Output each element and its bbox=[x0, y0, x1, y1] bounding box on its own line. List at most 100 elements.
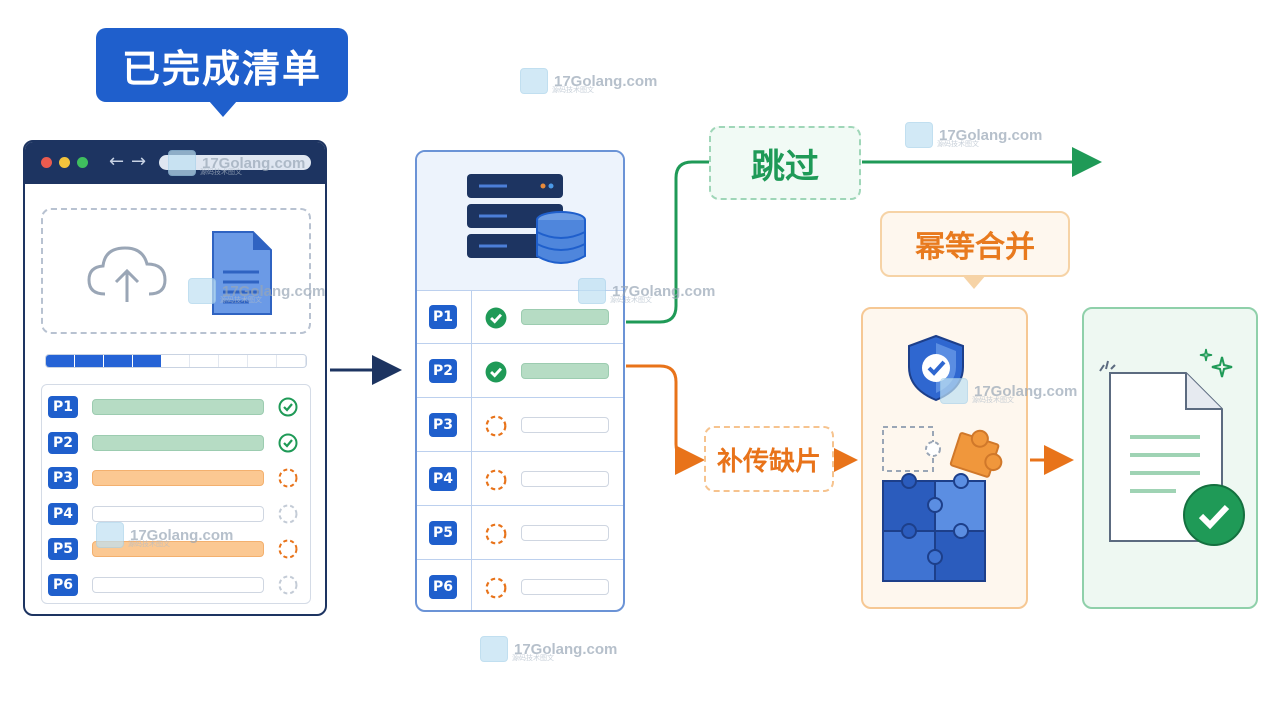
part-id-badge: P3 bbox=[48, 467, 78, 489]
sparkle-icon bbox=[1199, 348, 1233, 378]
check-circle-icon bbox=[485, 361, 507, 383]
server-part-row: P2 bbox=[417, 344, 623, 398]
watermark-logo-icon bbox=[520, 68, 548, 94]
part-progress-bar bbox=[92, 541, 264, 557]
back-arrow-icon: ← bbox=[109, 151, 125, 172]
progress-segment bbox=[46, 355, 75, 367]
watermark-text: 17Golang.com bbox=[130, 526, 234, 544]
pending-circle-icon bbox=[278, 539, 298, 559]
part-progress-bar bbox=[521, 309, 609, 325]
part-id-badge: P4 bbox=[429, 467, 457, 491]
watermark-text: 17Golang.com bbox=[514, 640, 618, 658]
watermark-subtext: 源码技术图文 bbox=[128, 540, 170, 548]
merged-result-panel bbox=[1082, 307, 1258, 609]
close-dot-icon bbox=[41, 157, 52, 168]
watermark-logo-icon bbox=[96, 522, 124, 548]
completed-list-callout: 已完成清单 bbox=[96, 28, 348, 102]
watermark-subtext: 源码技术图文 bbox=[512, 654, 554, 662]
part-progress-bar bbox=[521, 471, 609, 487]
watermark-logo-icon bbox=[905, 122, 933, 148]
missing-circle-icon bbox=[485, 577, 507, 599]
server-part-row: P6 bbox=[417, 560, 623, 610]
check-circle-icon bbox=[485, 307, 507, 329]
missing-circle-icon bbox=[485, 523, 507, 545]
watermark-text: 17Golang.com bbox=[974, 382, 1078, 400]
watermark-logo-icon bbox=[940, 378, 968, 404]
progress-segment bbox=[248, 355, 278, 367]
arrow-skip-path bbox=[626, 160, 709, 324]
part-id-badge: P6 bbox=[48, 573, 78, 596]
missing-circle-icon bbox=[485, 469, 507, 491]
server-header bbox=[417, 152, 623, 291]
watermark-subtext: 源码技术图文 bbox=[220, 296, 262, 304]
server-part-row: P5 bbox=[417, 506, 623, 560]
part-progress-bar bbox=[521, 525, 609, 541]
address-bar bbox=[159, 155, 311, 170]
client-part-row: P4 bbox=[42, 498, 310, 530]
progress-segment bbox=[132, 355, 162, 367]
merge-label-tail bbox=[962, 275, 986, 289]
part-progress-bar bbox=[521, 579, 609, 595]
success-check-icon bbox=[1183, 484, 1245, 546]
watermark-logo-icon bbox=[188, 278, 216, 304]
check-circle-icon bbox=[278, 433, 298, 452]
upload-missing-parts-label: 补传缺片 bbox=[704, 426, 834, 492]
watermark-text: 17Golang.com bbox=[554, 72, 658, 90]
watermark-text: 17Golang.com bbox=[202, 154, 306, 172]
watermark-logo-icon bbox=[480, 636, 508, 662]
skip-label: 跳过 bbox=[709, 126, 861, 200]
part-progress-bar bbox=[92, 576, 264, 593]
part-id-badge: P5 bbox=[429, 521, 457, 545]
watermark-subtext: 源码技术图文 bbox=[972, 396, 1014, 404]
part-id-badge: P1 bbox=[429, 305, 457, 329]
progress-segment bbox=[190, 355, 220, 367]
client-part-row: P1 bbox=[42, 391, 310, 423]
server-part-row: P4 bbox=[417, 452, 623, 506]
upload-progress-bar bbox=[45, 354, 307, 368]
cloud-upload-icon bbox=[87, 246, 167, 302]
watermark-text: 17Golang.com bbox=[939, 126, 1043, 144]
part-progress-bar bbox=[521, 363, 609, 379]
watermark-logo-icon bbox=[578, 278, 606, 304]
puzzle-pieces-icon bbox=[882, 426, 1003, 582]
arrow-fill-path bbox=[626, 364, 705, 475]
part-id-badge: P5 bbox=[48, 538, 78, 560]
part-id-badge: P4 bbox=[48, 502, 78, 525]
part-id-badge: P1 bbox=[48, 396, 78, 418]
part-progress-bar bbox=[92, 505, 264, 522]
idempotent-merge-label: 幂等合并 bbox=[880, 211, 1070, 277]
client-part-row: P6 bbox=[42, 569, 310, 601]
server-database-icon bbox=[467, 174, 586, 264]
merge-panel bbox=[861, 307, 1028, 609]
part-progress-bar bbox=[521, 417, 609, 433]
progress-segment bbox=[103, 355, 133, 367]
part-id-badge: P3 bbox=[429, 413, 457, 437]
progress-segment bbox=[74, 355, 104, 367]
watermark-subtext: 源码技术图文 bbox=[552, 86, 594, 94]
watermark-text: 17Golang.com bbox=[222, 282, 326, 300]
watermark-subtext: 源码技术图文 bbox=[610, 296, 652, 304]
part-progress-bar bbox=[92, 399, 264, 415]
callout-tail bbox=[209, 101, 237, 117]
watermark-logo-icon bbox=[168, 150, 196, 176]
client-part-row: P3 bbox=[42, 462, 310, 494]
part-progress-bar bbox=[92, 470, 264, 486]
pending-circle-icon bbox=[278, 504, 298, 523]
pending-circle-icon bbox=[278, 468, 298, 488]
upload-dropzone bbox=[41, 208, 311, 334]
watermark-text: 17Golang.com bbox=[612, 282, 716, 300]
part-id-badge: P2 bbox=[48, 431, 78, 454]
part-id-badge: P6 bbox=[429, 575, 457, 599]
column-divider bbox=[471, 290, 472, 610]
